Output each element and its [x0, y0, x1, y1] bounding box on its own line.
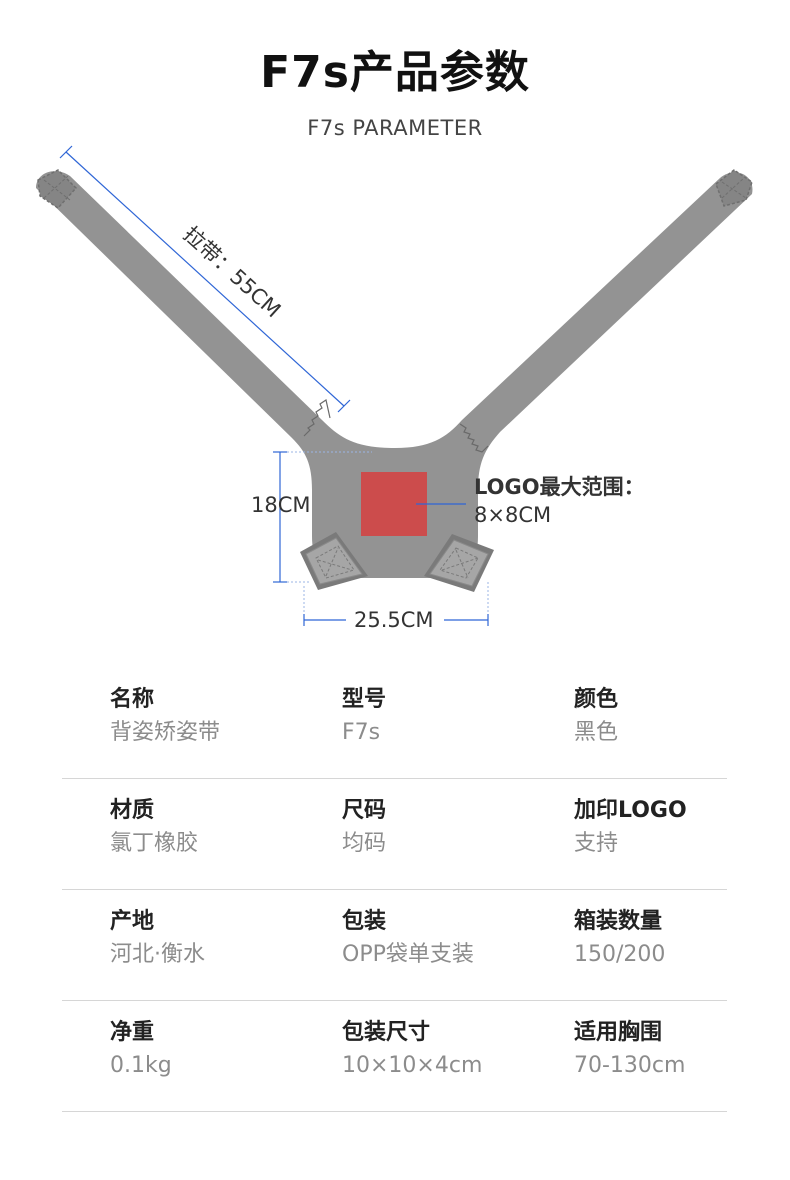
- height-label: 18CM: [251, 493, 311, 517]
- width-dimension: 25.5CM: [303, 582, 489, 632]
- spec-value: 背姿矫姿带: [110, 720, 221, 745]
- spec-item: 净重 0.1kg: [110, 1017, 172, 1083]
- spec-item: 加印LOGO 支持: [574, 795, 687, 861]
- spec-label: 尺码: [342, 798, 387, 823]
- spec-item: 箱装数量 150/200: [574, 906, 665, 972]
- spec-item: 型号 F7s: [342, 684, 386, 750]
- spec-item: 包装尺寸 10×10×4cm: [342, 1017, 482, 1083]
- strap-length-dimension: 拉带：55CM: [59, 145, 351, 413]
- height-dimension: 18CM: [251, 451, 372, 583]
- spec-label: 材质: [110, 798, 155, 823]
- spec-value: 黑色: [574, 720, 619, 745]
- spec-label: 加印LOGO: [574, 798, 687, 823]
- spec-value: 0.1kg: [110, 1053, 172, 1078]
- right-strap-end-velcro: [715, 169, 753, 207]
- left-bottom-pad: [300, 532, 368, 590]
- spec-value: 均码: [342, 831, 387, 856]
- spec-row: 材质氯丁橡胶 尺码均码 加印LOGO 支持: [62, 779, 727, 890]
- logo-area-size: 8×8CM: [474, 503, 551, 527]
- spec-value: 70-130cm: [574, 1053, 686, 1078]
- spec-value: F7s: [342, 720, 381, 745]
- spec-value: 氯丁橡胶: [110, 831, 199, 856]
- spec-row: 净重 0.1kg 包装尺寸 10×10×4cm 适用胸围 70-130cm: [62, 1001, 727, 1112]
- left-seam-stitch: [303, 399, 331, 437]
- spec-label: 包装: [342, 909, 387, 934]
- spec-label: 净重: [110, 1020, 155, 1045]
- spec-label: 颜色: [574, 687, 619, 712]
- spec-row: 名称背姿矫姿带 型号 F7s 颜色黑色: [62, 668, 727, 779]
- posture-strap-illustration: [36, 169, 753, 592]
- spec-item: 颜色黑色: [574, 684, 618, 750]
- spec-label: 箱装数量: [574, 909, 663, 934]
- spec-value: 河北·衡水: [110, 942, 205, 967]
- spec-value: OPP袋单支装: [342, 942, 474, 967]
- page-title: F7s产品参数: [260, 47, 530, 98]
- spec-label: 产地: [110, 909, 155, 934]
- spec-item: 尺码均码: [342, 795, 386, 861]
- spec-item: 产地河北·衡水: [110, 906, 205, 972]
- product-dimension-diagram: 拉带：55CM 18CM 25.5CM LOGO最大范围： 8×8CM: [36, 145, 753, 632]
- logo-area-callout: LOGO最大范围： 8×8CM: [416, 475, 645, 527]
- spec-row: 产地河北·衡水 包装 OPP袋单支装 箱装数量 150/200: [62, 890, 727, 1001]
- spec-label: 名称: [110, 687, 155, 712]
- spec-item: 适用胸围 70-130cm: [574, 1017, 685, 1083]
- spec-value: 支持: [574, 831, 619, 856]
- logo-area-title: LOGO最大范围：: [474, 475, 645, 499]
- right-seam-stitch: [459, 423, 489, 453]
- spec-item: 名称背姿矫姿带: [110, 684, 220, 750]
- spec-value: 10×10×4cm: [342, 1053, 483, 1078]
- page-subtitle: F7s PARAMETER: [307, 116, 483, 140]
- spec-table: 名称背姿矫姿带 型号 F7s 颜色黑色材质氯丁橡胶 尺码均码 加印LOGO 支持产地河北·衡…: [62, 668, 727, 1112]
- left-strap-end-velcro: [37, 169, 78, 209]
- spec-value: 150/200: [574, 942, 666, 967]
- right-bottom-pad: [424, 534, 494, 592]
- spec-label: 型号: [342, 687, 387, 712]
- width-label: 25.5CM: [354, 608, 434, 632]
- spec-item: 材质氯丁橡胶: [110, 795, 198, 861]
- spec-item: 包装 OPP袋单支装: [342, 906, 474, 972]
- spec-label: 适用胸围: [574, 1020, 663, 1045]
- spec-label: 包装尺寸: [342, 1020, 431, 1045]
